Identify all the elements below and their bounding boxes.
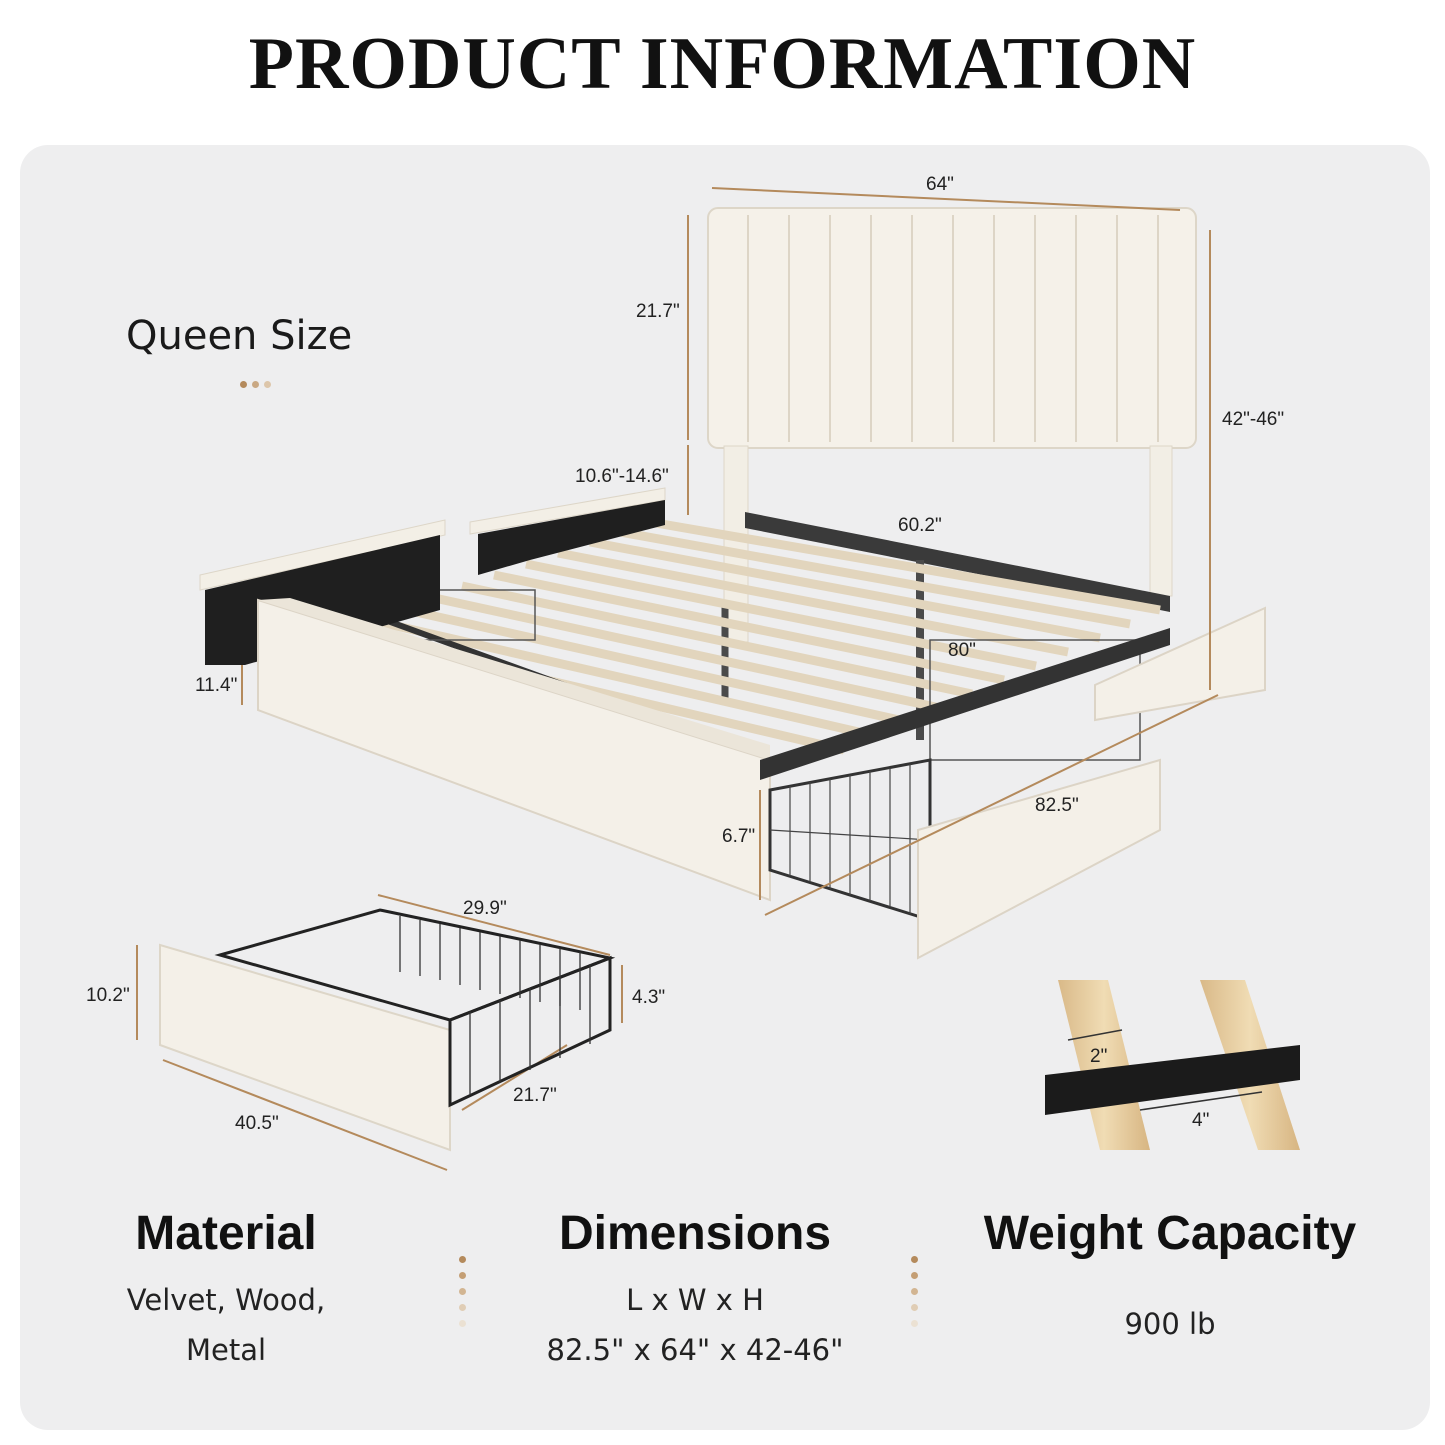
dim-drawer-front-height: 10.2" (86, 985, 130, 1006)
spec-material-line1: Velvet, Wood, (126, 1283, 326, 1317)
dim-leg-adjust: 10.6"-14.6" (575, 466, 669, 487)
page-title: PRODUCT INFORMATION (248, 23, 1197, 105)
spec-weight: Weight Capacity 900 lb (965, 1206, 1375, 1349)
dim-drawer-height: 4.3" (632, 987, 666, 1008)
dimension-lines (136, 187, 1219, 1171)
spec-dimensions-heading: Dimensions (558, 1207, 832, 1260)
spec-weight-value: 900 lb (1124, 1307, 1216, 1341)
slat-detail (1045, 980, 1300, 1150)
spec-material: Material Velvet, Wood, Metal (96, 1206, 356, 1375)
divider-dots-right (911, 1256, 919, 1336)
spec-material-heading: Material (135, 1207, 317, 1260)
dim-headboard-height: 21.7" (636, 301, 680, 322)
decorative-dots (240, 375, 276, 393)
drawer-detail (159, 908, 616, 1152)
spec-dimensions: Dimensions L x W x H 82.5" x 64" x 42-46… (520, 1206, 870, 1375)
spec-material-line2: Metal (185, 1333, 267, 1367)
dim-drawer-depth: 21.7" (513, 1085, 557, 1106)
dim-slat-width: 2" (1090, 1046, 1108, 1067)
dim-headboard-width: 64" (926, 174, 954, 195)
dim-slat-gap: 4" (1192, 1110, 1210, 1131)
headboard (707, 207, 1197, 643)
dim-inner-width: 60.2" (898, 515, 942, 536)
size-label: Queen Size (126, 313, 353, 359)
dim-total-height: 42"-46" (1222, 409, 1285, 430)
dim-drawer-front-length: 40.5" (235, 1113, 279, 1134)
divider-dots-left (459, 1256, 467, 1336)
dim-length-inner: 80" (948, 640, 976, 661)
spec-dimensions-line1: L x W x H (626, 1283, 764, 1317)
dim-underbed-clearance: 11.4" (195, 675, 238, 696)
dim-drawer-width: 29.9" (463, 898, 507, 919)
dim-length-total: 82.5" (1035, 795, 1079, 816)
front-drawer (768, 758, 1161, 960)
dim-rail-height: 6.7" (722, 826, 756, 847)
spec-dimensions-line2: 82.5" x 64" x 42-46" (546, 1333, 844, 1367)
spec-weight-heading: Weight Capacity (983, 1207, 1357, 1260)
